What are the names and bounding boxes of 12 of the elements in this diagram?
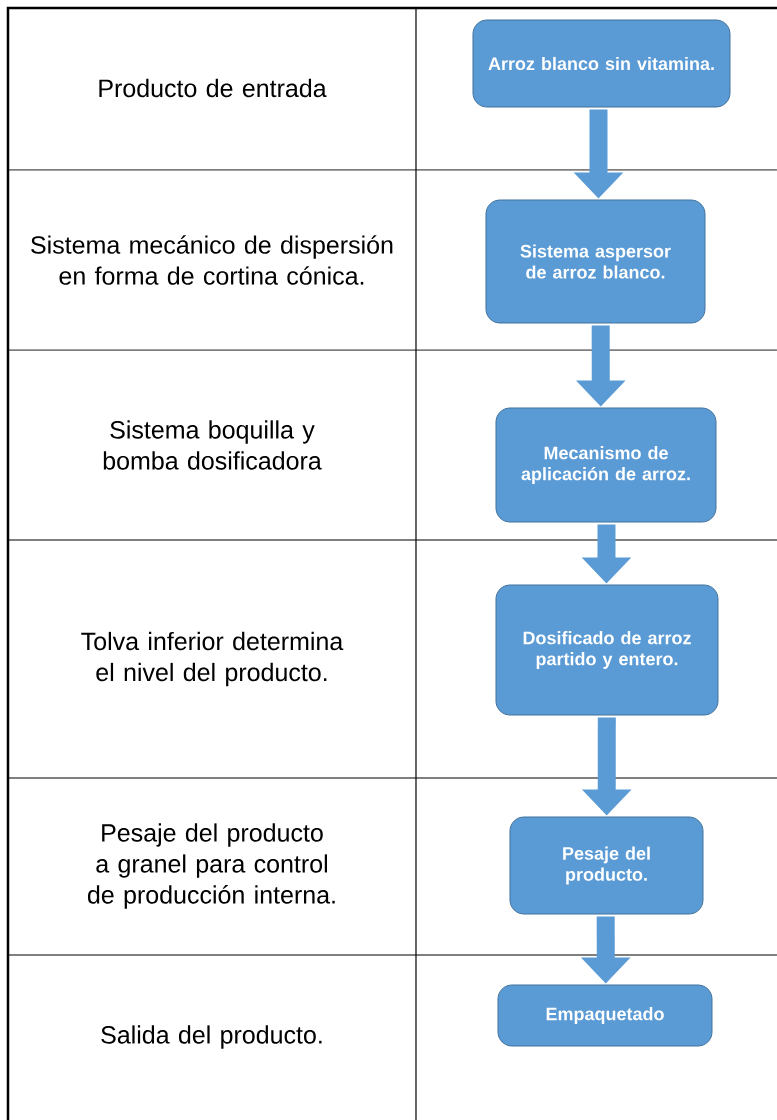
row-label: Salida del producto.	[101, 1025, 322, 1049]
row-label: Sistema mecánico de dispersión en forma de cortina cónica.	[31, 235, 393, 285]
process-box: Empaquetado	[497, 984, 713, 1047]
process-box: Pesaje del producto.	[509, 816, 704, 915]
process-box: Arroz blanco sin vitamina.	[472, 19, 731, 108]
row-label: Sistema boquilla y bomba dosificadora	[103, 420, 322, 470]
process-box: Mecanismo de aplicación de arroz.	[495, 407, 717, 523]
row-label: Tolva inferior determina el nivel del producto.	[81, 631, 344, 687]
row-label: Pesaje del producto a granel para control de producción interna.	[87, 823, 335, 909]
row-label: Producto de entrada	[99, 78, 327, 98]
process-box: Sistema aspersor de arroz blanco.	[485, 199, 706, 324]
process-box: Dosificado de arroz partido y entero.	[495, 584, 719, 716]
